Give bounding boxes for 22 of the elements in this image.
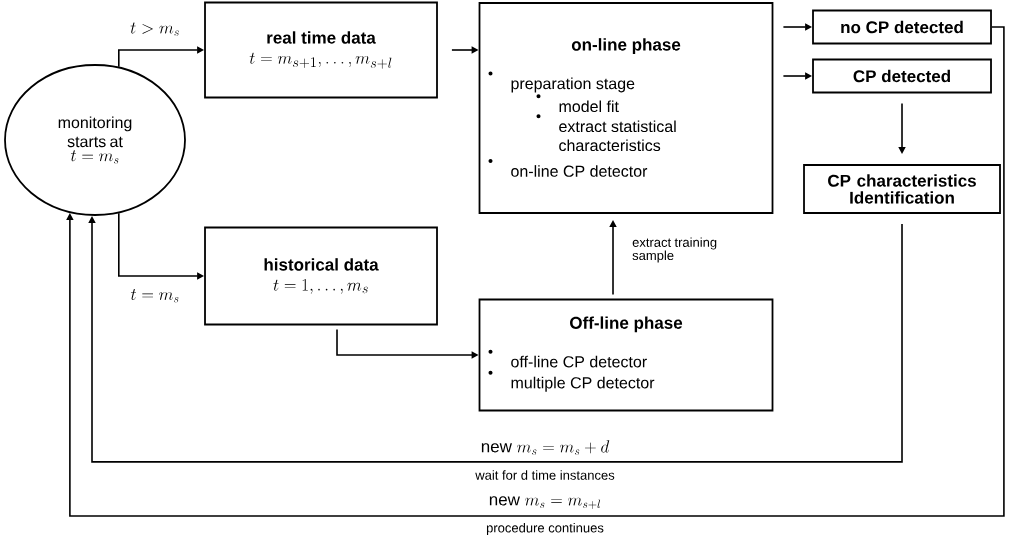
edge-label: extract training sample [632,237,717,263]
arrow [898,102,906,154]
data-box: real time data $t = m_{s+1}, \ldots, m_{s+l}$ [204,1,438,99]
arrow [118,46,204,68]
edge-label: $\mathrm{new}\ m_s = m_{s+l}$ [489,496,601,509]
arrow [782,72,812,80]
phase-box: on-line phase preparation stage model fit extract statistical characteristics on-line CP detector [478,2,774,214]
data-box: historical data $t = 1, \ldots, m_s$ [204,226,438,326]
arrow [88,216,903,463]
result-box: no CP detected [812,9,992,45]
result-box: CP detected [812,58,992,94]
arrow [609,220,617,296]
edge-label: $t > m_s$ [130,22,179,36]
arrow [118,212,204,280]
result-box: CP characteristics Identification [803,164,1001,214]
note-text: procedure continues [486,522,604,536]
phase-box: Off-line phase off-line CP detector multiple CP detector [478,298,774,412]
note-text: wait for d time instances [475,470,615,480]
edge-label: $t = m_s$ [130,288,179,303]
arrow [66,26,1005,517]
arrow [782,23,812,31]
edge-label: $\mathrm{new}\ m_s = m_s + d$ [481,440,610,455]
